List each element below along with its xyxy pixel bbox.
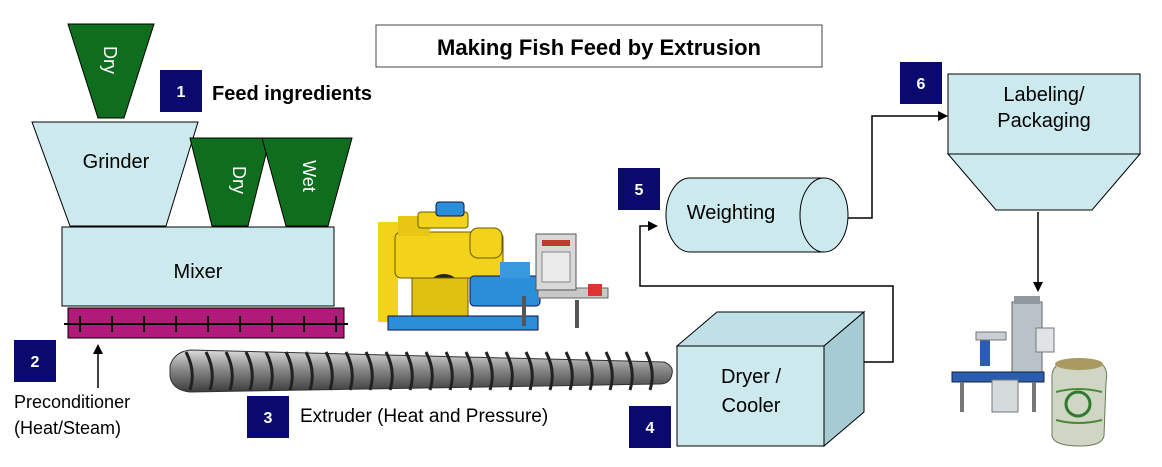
screw-flight: [444, 351, 454, 391]
step-label-preconditioner: Preconditioner: [14, 392, 130, 412]
screw-flight: [404, 351, 414, 391]
step-badge-5: [618, 168, 660, 210]
screw-flight: [284, 351, 294, 391]
step-badge-3: [247, 396, 289, 438]
weighting-label: Weighting: [687, 202, 776, 224]
extruder-machine-photo-icon: [378, 201, 609, 331]
step-badge-2: [14, 340, 56, 382]
dryer-cooler: [675, 310, 866, 448]
screw-flight: [484, 351, 494, 391]
grinder-label: Grinder: [83, 151, 150, 173]
preconditioner-shaft: [64, 316, 348, 332]
screw-flight: [604, 351, 614, 391]
packaging-label-line1: Labeling/: [1003, 84, 1085, 106]
grinder: [31, 121, 199, 227]
packaging-funnel: [946, 153, 1142, 211]
dryer-label-line1: Dryer /: [721, 366, 781, 388]
screw-flight: [384, 351, 394, 391]
dry-hopper-mixer-label: Dry: [229, 166, 249, 194]
step-number-3: 3: [264, 410, 273, 427]
step-number-5: 5: [635, 182, 644, 199]
screw-flight: [324, 351, 334, 391]
screw-flight: [464, 351, 474, 391]
step-number-2: 2: [31, 354, 40, 371]
screw-flight: [304, 351, 314, 391]
step-label-feed-ingredients: Feed ingredients: [212, 83, 372, 105]
screw-flight: [584, 351, 594, 391]
screw-flight: [244, 351, 254, 391]
step-number-4: 4: [646, 420, 655, 437]
screw-flight: [184, 351, 194, 391]
packaging-machine-photo-icon: [951, 296, 1108, 447]
dry-hopper-top: [67, 23, 155, 119]
packaging-box: [947, 73, 1141, 155]
screw-flight: [544, 351, 554, 391]
screw-flight: [344, 351, 354, 391]
extruder-screw-icon: [169, 349, 673, 393]
arrow-weighting-to-packaging: [848, 111, 948, 219]
wet-hopper-label: Wet: [299, 160, 319, 192]
screw-flight: [364, 351, 374, 391]
step-badge-6: [900, 62, 942, 104]
step-number-1: 1: [177, 84, 186, 101]
screw-flight: [204, 351, 214, 391]
screw-flight: [524, 351, 534, 391]
screw-flight: [224, 351, 234, 391]
packaging-label-line2: Packaging: [997, 110, 1090, 132]
mixer: [61, 226, 335, 307]
weighting-cylinder: [665, 177, 849, 253]
screw-flight: [564, 351, 574, 391]
screw-flight: [264, 351, 274, 391]
dry-hopper-mixer: [189, 137, 271, 227]
dry-hopper-top-label: Dry: [100, 46, 120, 74]
screw-flight: [424, 351, 434, 391]
wet-hopper: [261, 137, 353, 227]
screw-flight: [624, 351, 634, 391]
step-label-extruder: Extruder (Heat and Pressure): [300, 406, 548, 427]
step-number-6: 6: [917, 76, 926, 93]
arrow-dryer-to-weighting: [639, 221, 894, 363]
step-badge-4: [629, 406, 671, 448]
screw-flight: [504, 351, 514, 391]
step-label-heat-steam: (Heat/Steam): [14, 418, 121, 438]
screw-flight: [644, 351, 654, 391]
step-badge-1: [160, 70, 202, 112]
diagram-title: Making Fish Feed by Extrusion: [437, 35, 761, 60]
title-box: [375, 24, 823, 68]
mixer-label: Mixer: [174, 261, 223, 283]
dryer-label-line2: Cooler: [722, 395, 781, 417]
